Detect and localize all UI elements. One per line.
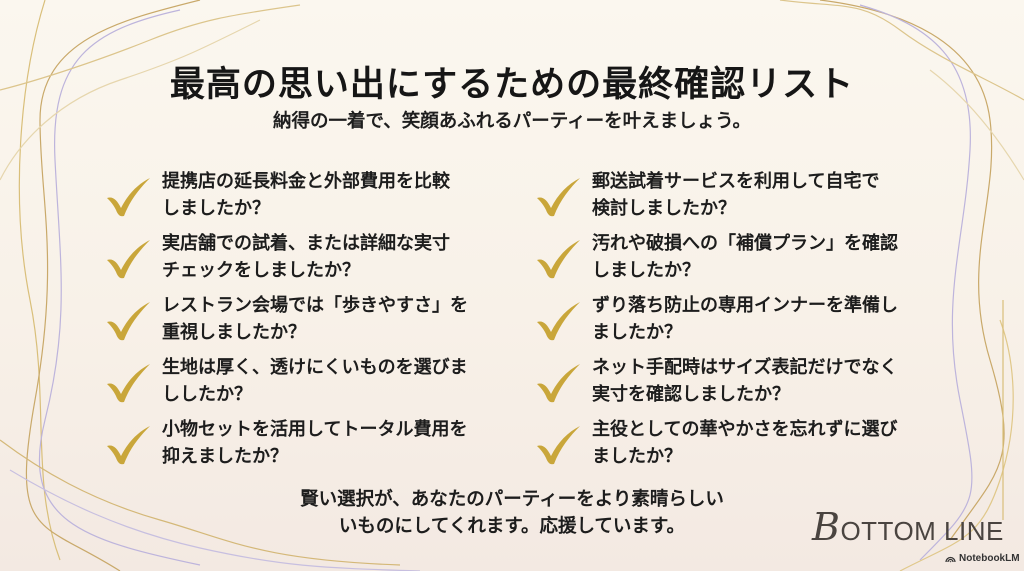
item-text-line2: ししたか？ <box>162 384 252 405</box>
page-title: 最高の思い出にするための最終確認リスト <box>169 64 855 105</box>
item-text-line2: チェックをしましたか？ <box>162 260 360 281</box>
checklist-item: 生地は厚く、透けにくいものを選びまししたか？ <box>104 354 514 416</box>
notebooklm-logo-icon <box>945 556 956 563</box>
item-text-line1: 主役としての華やかさを忘れずに選び <box>592 419 898 440</box>
watermark-label: NotebookLM <box>959 553 1020 564</box>
checklist-item: 主役としての華やかさを忘れずに選びましたか？ <box>534 416 944 478</box>
gold-checkmark-icon <box>537 302 580 341</box>
checklist-item: レストラン会場では「歩きやすさ」を重視しましたか？ <box>104 292 514 354</box>
closing-message: 賢い選択が、あなたのパーティーをより素晴らしい いものにしてくれます。応援してい… <box>0 486 1024 540</box>
checklist-item: 郵送試着サービスを利用して自宅で検討しましたか？ <box>534 168 944 230</box>
gold-checkmark-icon <box>537 178 580 217</box>
logo-initial: B <box>812 505 841 549</box>
closing-line1: 賢い選択が、あなたのパーティーをより素晴らしい <box>300 489 724 510</box>
checklist-item: ずり落ち防止の専用インナーを準備しましたか？ <box>534 292 944 354</box>
item-text-line2: ましたか？ <box>592 446 682 467</box>
item-text-line2: しましたか？ <box>592 260 700 281</box>
gold-checkmark-icon <box>537 426 580 465</box>
notebooklm-watermark: NotebookLM <box>945 553 1020 564</box>
page-subtitle: 納得の一着で、笑顔あふれるパーティーを叶えましょう。 <box>272 111 752 132</box>
gold-checkmark-icon <box>107 364 150 403</box>
item-text-line1: レストラン会場では「歩きやすさ」を <box>162 295 468 316</box>
checklist-right-column: 郵送試着サービスを利用して自宅で検討しましたか？ 汚れや破損への「補償プラン」を… <box>534 168 944 478</box>
checklist-left-column: 提携店の延長料金と外部費用を比較しましたか？ 実店舗での試着、または詳細な実寸チ… <box>104 168 514 478</box>
item-text-line1: 提携店の延長料金と外部費用を比較 <box>162 171 450 192</box>
item-text-line1: ずり落ち防止の専用インナーを準備し <box>592 295 898 316</box>
checklist-item: ネット手配時はサイズ表記だけでなく実寸を確認しましたか？ <box>534 354 944 416</box>
checklist-item: 実店舗での試着、または詳細な実寸チェックをしましたか？ <box>104 230 514 292</box>
item-text-line1: 実店舗での試着、または詳細な実寸 <box>162 233 450 254</box>
gold-checkmark-icon <box>107 426 150 465</box>
gold-checkmark-icon <box>537 240 580 279</box>
item-text-line1: 小物セットを活用してトータル費用を <box>162 419 468 440</box>
item-text-line2: 抑えましたか？ <box>162 446 288 467</box>
checklist-item: 提携店の延長料金と外部費用を比較しましたか？ <box>104 168 514 230</box>
item-text-line2: 重視しましたか？ <box>162 322 306 343</box>
gold-checkmark-icon <box>107 178 150 217</box>
gold-checkmark-icon <box>107 302 150 341</box>
item-text-line1: ネット手配時はサイズ表記だけでなく <box>592 357 898 378</box>
item-text-line2: 検討しましたか？ <box>592 198 736 219</box>
logo-text: OTTOM LINE <box>840 516 1004 546</box>
closing-line2: いものにしてくれます。応援しています。 <box>338 516 686 537</box>
gold-checkmark-icon <box>537 364 580 403</box>
gold-checkmark-icon <box>107 240 150 279</box>
checklist-item: 汚れや破損への「補償プラン」を確認しましたか？ <box>534 230 944 292</box>
item-text-line1: 郵送試着サービスを利用して自宅で <box>592 171 880 192</box>
item-text-line2: 実寸を確認しましたか？ <box>592 384 790 405</box>
checklist-item: 小物セットを活用してトータル費用を抑えましたか？ <box>104 416 514 478</box>
item-text-line1: 生地は厚く、透けにくいものを選びま <box>162 357 468 378</box>
bottom-line-logo: BOTTOM LINE <box>812 508 1012 547</box>
item-text-line1: 汚れや破損への「補償プラン」を確認 <box>592 233 898 254</box>
item-text-line2: しましたか？ <box>162 198 270 219</box>
item-text-line2: ましたか？ <box>592 322 682 343</box>
